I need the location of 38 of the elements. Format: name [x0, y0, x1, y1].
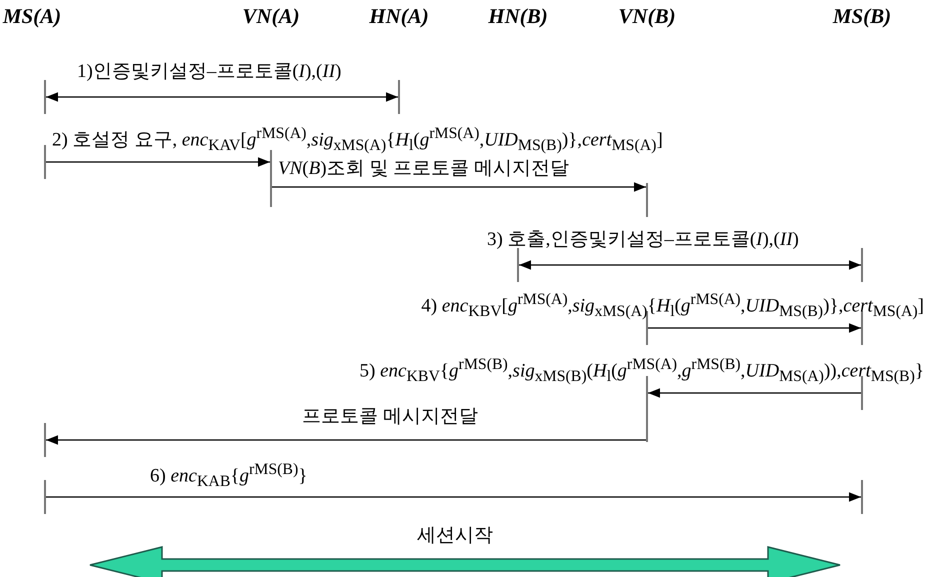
lifeline-tick: [517, 248, 519, 282]
edge-label: 2) 호설정 요구, enc$_{KAV}$[g$^{rMS(A)}$,sig$_{xMS(A)}${H$_{l}$(g$^{rMS(A)}$,UID$_{MS(B)}$)},cert$_{MS(A)}$]: [52, 124, 663, 156]
lifeline-tick: [861, 311, 863, 345]
lifeline-tick: [646, 376, 648, 410]
arrow: [46, 157, 270, 167]
arrow: [648, 323, 861, 333]
lifeline-tick: [270, 173, 272, 207]
arrow: [648, 388, 861, 398]
arrow: [46, 435, 646, 445]
lifeline-tick: [646, 408, 648, 442]
edge-label: 3) 호출,인증및키설정–프로토콜(I),(II): [487, 228, 799, 252]
edge-label: 1)인증및키설정–프로토콜(I),(II): [77, 60, 342, 84]
lifeline-tick: [861, 376, 863, 410]
edge-label: 5) enc$_{KBV}${g$^{rMS(B)}$,sig$_{xMS(B)}$(H$_{l}$(g$^{rMS(A)}$,g$^{rMS(B)}$,UID$_{MS(A)}$)),cert$_{MS(B)}$}: [360, 355, 924, 388]
entity-header: VN(A): [242, 4, 300, 29]
lifeline-tick: [646, 311, 648, 345]
entity-header: VN(B): [618, 4, 676, 29]
lifeline-tick: [646, 183, 648, 217]
edge-label: 4) enc$_{KBV}$[g$^{rMS(A)}$,sig$_{xMS(A)}${H$_{l}$(g$^{rMS(A)}$,UID$_{MS(B)}$)},cert$_{MS(A)}$]: [421, 290, 924, 322]
lifeline-tick: [44, 480, 46, 514]
lifeline-tick: [44, 423, 46, 457]
entity-header: MS(A): [2, 4, 62, 29]
lifeline-tick: [398, 80, 400, 114]
arrow: [46, 492, 861, 502]
arrow: [519, 260, 861, 270]
arrow: [46, 92, 398, 102]
lifeline-tick: [861, 248, 863, 282]
edge-label: VN(B)조회 및 프로토콜 메시지전달: [278, 157, 569, 181]
entity-header: HN(A): [369, 4, 429, 29]
lifeline-tick: [861, 480, 863, 514]
lifeline-tick: [44, 145, 46, 179]
lifeline-tick: [44, 80, 46, 114]
entity-header: MS(B): [832, 4, 892, 29]
arrow: [272, 182, 646, 192]
entity-header: HN(B): [488, 4, 548, 29]
edge-label: 6) enc$_{KAB}${g$^{rMS(B)}$}: [150, 460, 308, 492]
edge-label: 프로토콜 메시지전달: [302, 405, 478, 429]
session-label: 세션시작: [417, 524, 493, 548]
